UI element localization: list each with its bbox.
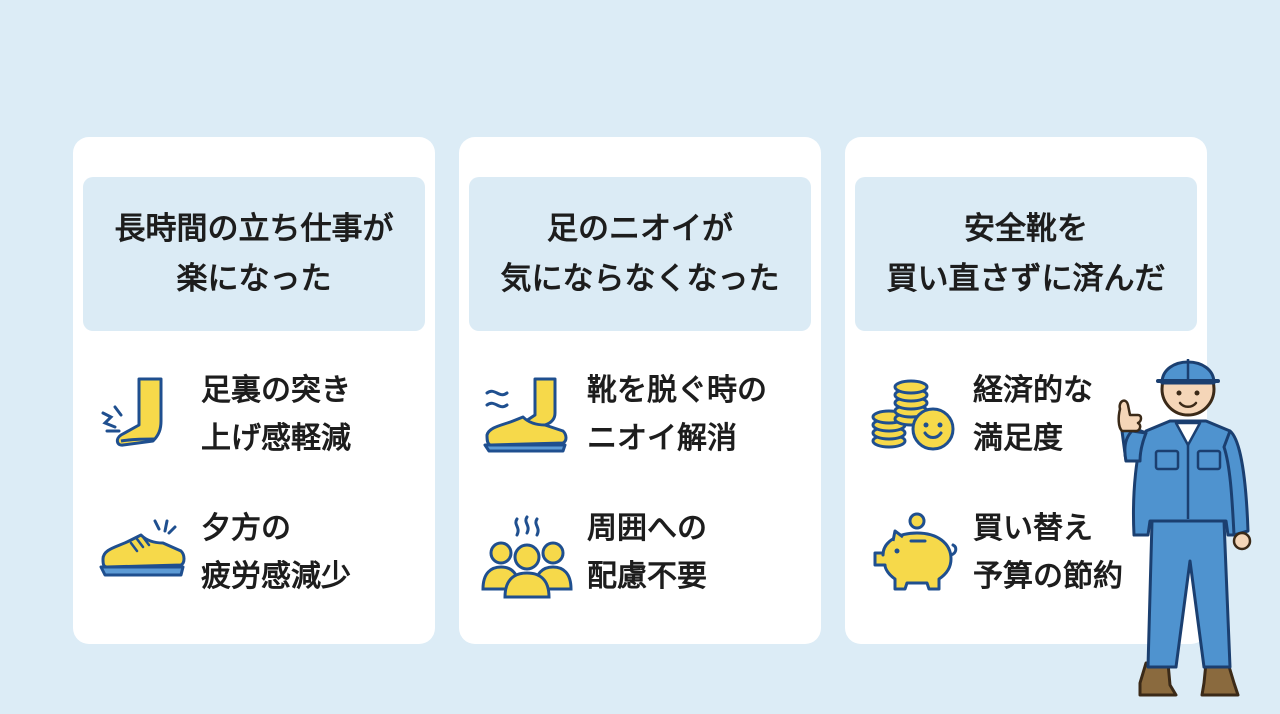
card-title-line: 気にならなくなった	[500, 261, 780, 297]
benefit-text-line: 足裏の突き	[201, 373, 351, 408]
piggy-bank-icon	[873, 512, 958, 591]
foot-impact-icon	[101, 377, 163, 447]
card-header: 足のニオイが 気にならなくなった	[469, 177, 811, 331]
benefit-item: 夕方の 疲労感減少	[93, 503, 423, 603]
shoe-removal-icon	[483, 377, 568, 453]
coins-smile-icon	[871, 379, 955, 451]
card-header: 長時間の立ち仕事が 楽になった	[83, 177, 425, 331]
benefit-card-savings: 安全靴を 買い直さずに済んだ 経済的な 満足度	[845, 137, 1207, 644]
card-header: 安全靴を 買い直さずに済んだ	[855, 177, 1197, 331]
benefit-text-line: 買い替え	[973, 511, 1093, 546]
benefit-item: 靴を脱ぐ時の ニオイ解消	[479, 365, 809, 465]
card-title-line: 楽になった	[176, 261, 332, 297]
benefit-text-line: 満足度	[973, 421, 1063, 456]
benefit-item: 周囲への 配慮不要	[479, 503, 809, 603]
card-title-line: 安全靴を	[964, 211, 1088, 247]
card-title-line: 長時間の立ち仕事が	[114, 211, 394, 247]
benefit-text-line: 夕方の	[201, 511, 291, 546]
shoe-icon	[99, 519, 186, 577]
benefit-item: 経済的な 満足度	[865, 365, 1195, 465]
benefit-text-line: 靴を脱ぐ時の	[587, 373, 767, 408]
benefit-card-comfort: 長時間の立ち仕事が 楽になった 足裏の突き 上げ感軽減 夕方の 疲労感減少	[73, 137, 435, 644]
benefit-card-odor: 足のニオイが 気にならなくなった 靴を脱ぐ時の ニオイ解消 周囲への 配慮不要	[459, 137, 821, 644]
benefit-text-line: ニオイ解消	[587, 421, 737, 456]
benefit-text-line: 配慮不要	[587, 559, 707, 594]
people-group-icon	[481, 515, 573, 599]
benefit-text-line: 経済的な	[973, 373, 1093, 408]
benefit-item: 足裏の突き 上げ感軽減	[93, 365, 423, 465]
card-title-line: 買い直さずに済んだ	[886, 261, 1166, 297]
benefit-text-line: 周囲への	[587, 511, 707, 546]
benefit-text-line: 疲労感減少	[201, 559, 351, 594]
benefit-text-line: 予算の節約	[973, 559, 1123, 594]
benefit-item: 買い替え 予算の節約	[865, 503, 1195, 603]
card-title-line: 足のニオイが	[547, 211, 733, 247]
benefit-text-line: 上げ感軽減	[201, 421, 351, 456]
worker-thumbs-up-illustration	[1117, 359, 1252, 697]
